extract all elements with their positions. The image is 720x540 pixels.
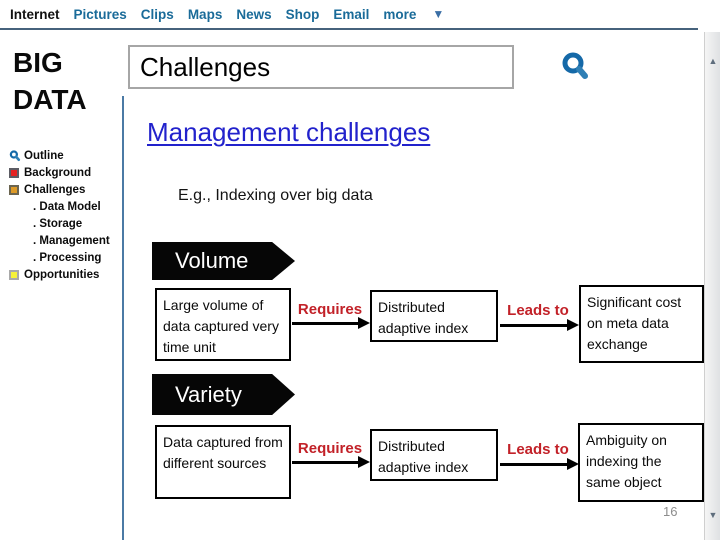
arrow-head-icon [567, 458, 579, 470]
effect-box-variety: Ambiguity on indexing the same object [578, 423, 704, 502]
sidebar-item-data-model[interactable]: . Data Model [9, 198, 121, 215]
sidebar-item-label: Background [24, 166, 92, 179]
logo-line1: BIG [13, 47, 63, 78]
chevron-down-icon[interactable]: ▼ [432, 7, 445, 21]
sidebar-item-background[interactable]: Background [9, 164, 121, 181]
red-square-icon [9, 167, 24, 178]
relation-leadsto-label: Leads to [507, 302, 569, 319]
arrow-head-icon [567, 319, 579, 331]
sidebar-item-label: Challenges [24, 183, 86, 196]
nav-item-shop[interactable]: Shop [285, 6, 320, 22]
banner-volume: Volume [152, 242, 295, 280]
scrollbar[interactable]: ▲ ▼ [704, 32, 720, 540]
sidebar-item-challenges[interactable]: Challenges [9, 181, 121, 198]
search-button[interactable] [558, 50, 594, 86]
scroll-down-icon[interactable]: ▼ [708, 510, 718, 520]
search-icon [562, 52, 588, 79]
arrow-line [500, 324, 567, 327]
logo-line2: DATA [13, 84, 87, 115]
sidebar-item-storage[interactable]: . Storage [9, 215, 121, 232]
relation-leadsto-label: Leads to [507, 441, 569, 458]
sidebar-item-label: . Management [33, 234, 110, 247]
middle-box-volume: Distributed adaptive index [370, 290, 498, 342]
sidebar-outline: Outline Background Challenges . Data Mod… [9, 147, 121, 283]
nav-item-internet[interactable]: Internet [10, 6, 60, 22]
orange-square-icon [9, 184, 24, 195]
page-number: 16 [663, 504, 678, 519]
logo: BIG DATA [13, 44, 87, 118]
sidebar-item-management[interactable]: . Management [9, 232, 121, 249]
sidebar-item-opportunities[interactable]: Opportunities [9, 266, 121, 283]
top-nav: Internet Pictures Clips Maps News Shop E… [0, 0, 698, 30]
arrow-line [292, 322, 358, 325]
nav-item-email[interactable]: Email [333, 6, 370, 22]
arrow-head-icon [358, 317, 370, 329]
scroll-up-icon[interactable]: ▲ [708, 56, 718, 66]
sidebar-item-label: Outline [24, 149, 64, 162]
nav-item-more[interactable]: more [383, 6, 417, 22]
nav-item-maps[interactable]: Maps [187, 6, 223, 22]
sidebar-item-processing[interactable]: . Processing [9, 249, 121, 266]
arrow-line [292, 461, 358, 464]
sidebar-item-label: . Storage [33, 217, 83, 230]
arrow-line [500, 463, 567, 466]
effect-box-volume: Significant cost on meta data exchange [579, 285, 704, 363]
sidebar-item-outline[interactable]: Outline [9, 147, 121, 164]
page-title: Management challenges [147, 117, 431, 147]
nav-item-news[interactable]: News [236, 6, 272, 22]
vertical-divider [122, 96, 124, 540]
relation-requires-label: Requires [297, 440, 363, 457]
sidebar-item-label: . Processing [33, 251, 102, 264]
cause-box-variety: Data captured from different sources [155, 425, 291, 499]
yellow-square-icon [9, 269, 24, 280]
banner-variety: Variety [152, 374, 295, 415]
subtitle: E.g., Indexing over big data [178, 187, 373, 204]
magnifier-icon [9, 149, 24, 162]
cause-box-volume: Large volume of data captured very time … [155, 288, 291, 361]
search-input[interactable] [128, 45, 514, 89]
sidebar-item-label: Opportunities [24, 268, 100, 281]
sidebar-item-label: . Data Model [33, 200, 101, 213]
nav-item-pictures[interactable]: Pictures [73, 6, 127, 22]
arrow-head-icon [358, 456, 370, 468]
nav-item-clips[interactable]: Clips [140, 6, 174, 22]
middle-box-variety: Distributed adaptive index [370, 429, 498, 481]
relation-requires-label: Requires [297, 301, 363, 318]
